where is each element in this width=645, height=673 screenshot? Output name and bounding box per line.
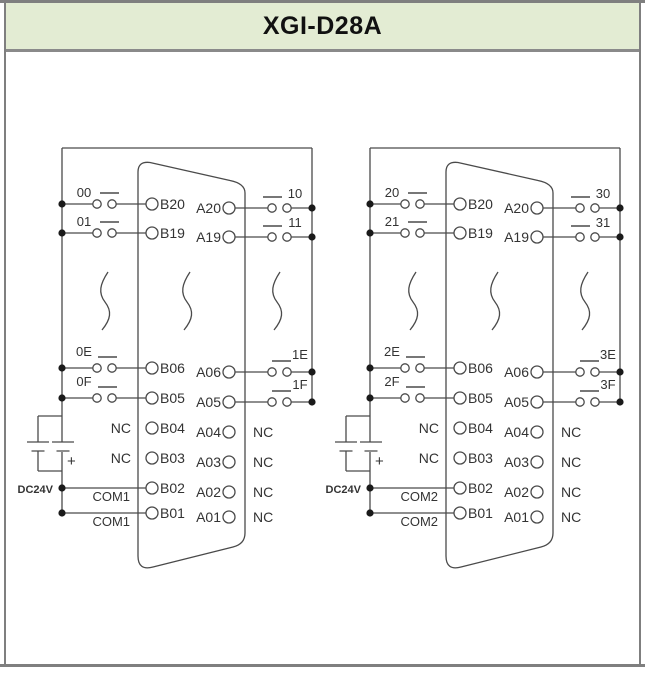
com-label: COM1 [92,514,130,529]
switch-label: 2F [384,374,399,389]
right-module-labels: B20 B19 B06 B05 B04 B03 B02 B01 A20 A19 … [326,185,617,529]
a-terminal-label: A06 [504,364,529,380]
a-terminal-label: A02 [504,484,529,500]
b-terminal-label: B01 [468,505,493,521]
switch-label: 1F [292,377,307,392]
b-terminal-label: B04 [160,420,185,436]
title-bar: XGI-D28A [6,3,639,52]
power-label: DC24V [18,484,54,496]
switch-label: 30 [596,186,610,201]
a-terminal-label: A04 [196,424,221,440]
a-terminal-label: A20 [504,200,529,216]
switch-label: 31 [596,215,610,230]
plus-label: + [67,453,76,470]
a-terminal-label: A03 [196,454,221,470]
b-terminal-label: B06 [468,360,493,376]
nc-label: NC [253,454,273,470]
switch-label: 11 [288,215,302,230]
b-terminal-label: B02 [160,480,185,496]
a-terminal-label: A03 [504,454,529,470]
a-terminal-label: A05 [504,394,529,410]
switch-label: 00 [77,185,91,200]
power-label: DC24V [326,484,362,496]
a-terminal-label: A01 [504,509,529,525]
nc-label: NC [561,424,581,440]
switch-label: 3F [600,377,615,392]
switch-label: 2E [384,344,400,359]
page-border-bottom [0,664,645,667]
a-terminal-label: A20 [196,200,221,216]
a-terminal-label: A19 [504,229,529,245]
nc-label: NC [111,420,131,436]
switch-label: 3E [600,347,616,362]
switch-label: 20 [385,185,399,200]
b-terminal-label: B03 [160,450,185,466]
b-terminal-label: B02 [468,480,493,496]
b-terminal-label: B05 [468,390,493,406]
b-terminal-label: B20 [468,196,493,212]
switch-label: 01 [77,214,91,229]
switch-label: 21 [385,214,399,229]
switch-label: 0E [76,344,92,359]
nc-label: NC [561,484,581,500]
b-terminal-label: B20 [160,196,185,212]
switch-label: 0F [76,374,91,389]
nc-label: NC [111,450,131,466]
b-terminal-label: B03 [468,450,493,466]
a-terminal-label: A06 [196,364,221,380]
module-title: XGI-D28A [262,11,383,40]
nc-label: NC [253,509,273,525]
switch-label: 1E [292,347,308,362]
com-label: COM1 [92,489,130,504]
page-border-top [0,0,645,3]
plus-label: + [375,453,384,470]
b-terminal-label: B04 [468,420,493,436]
nc-label: NC [419,450,439,466]
nc-label: NC [253,424,273,440]
com-label: COM2 [400,514,438,529]
nc-label: NC [253,484,273,500]
a-terminal-label: A02 [196,484,221,500]
b-terminal-label: B19 [468,225,493,241]
com-label: COM2 [400,489,438,504]
a-terminal-label: A05 [196,394,221,410]
page-border-right [639,0,641,667]
b-terminal-label: B05 [160,390,185,406]
nc-label: NC [419,420,439,436]
a-terminal-label: A04 [504,424,529,440]
switch-label: 10 [288,186,302,201]
nc-label: NC [561,509,581,525]
b-terminal-label: B19 [160,225,185,241]
left-module-labels: B20 B19 B06 B05 B04 B03 B02 B01 A20 A19 … [18,185,309,529]
nc-label: NC [561,454,581,470]
a-terminal-label: A01 [196,509,221,525]
page-border-left [4,0,6,667]
b-terminal-label: B01 [160,505,185,521]
a-terminal-label: A19 [196,229,221,245]
b-terminal-label: B06 [160,360,185,376]
